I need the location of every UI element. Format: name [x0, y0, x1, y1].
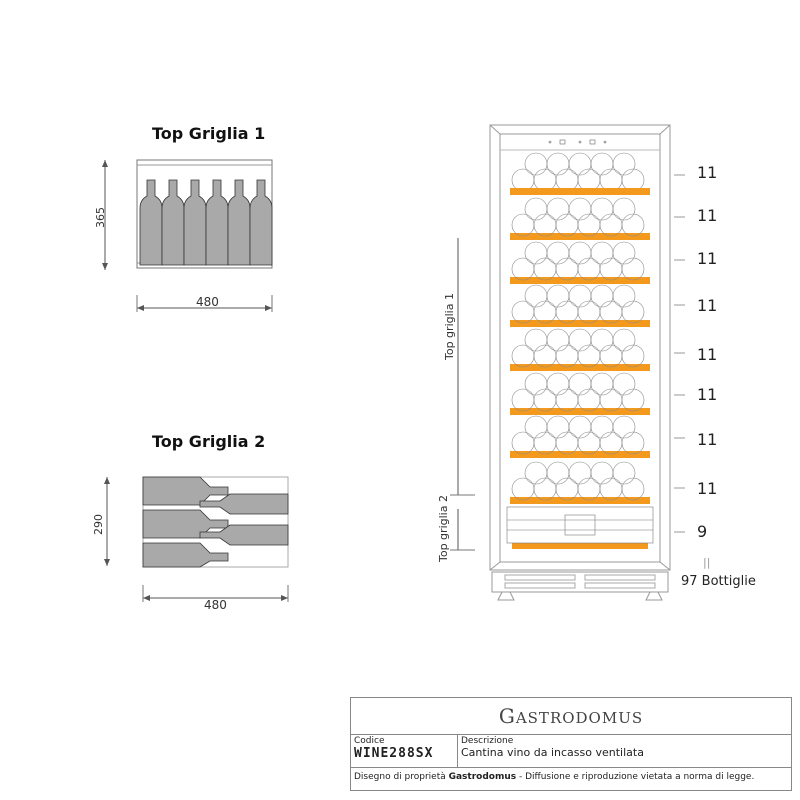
top-griglia-2-title: Top Griglia 2	[152, 432, 266, 451]
shelf-count-5: 11	[697, 345, 718, 364]
footer-prefix: Disegno di proprietà	[354, 772, 449, 782]
top-griglia-2-height: 290	[92, 514, 105, 535]
footer-brand: Gastrodomus	[448, 772, 517, 782]
shelf-count-4: 11	[697, 296, 718, 315]
code-label: Codice	[354, 736, 385, 746]
code-value: WINE288SX	[354, 746, 434, 761]
wine-cabinet-front-view	[450, 124, 685, 601]
top-griglia-2-drawing	[104, 476, 289, 602]
footer-suffix: - Diffusione e riproduzione vietata a no…	[516, 772, 755, 782]
description-value: Cantina vino da incasso ventilata	[461, 746, 644, 759]
footer-note: Disegno di proprietà Gastrodomus - Diffu…	[351, 768, 791, 786]
top-griglia-1-width: 480	[196, 295, 219, 309]
logo-rest: ASTRODOMUS	[515, 709, 644, 727]
shelf-count-2: 11	[697, 206, 718, 225]
equals-sign: ||	[703, 556, 711, 569]
title-block: GASTRODOMUS Codice WINE288SX Descrizione…	[350, 697, 792, 791]
top-griglia-1-title: Top Griglia 1	[152, 124, 266, 143]
control-panel-icons	[548, 139, 607, 145]
shelf-count-9: 9	[697, 522, 708, 541]
logo-initial: G	[498, 704, 516, 728]
shelf-count-7: 11	[697, 430, 718, 449]
shelf-count-1: 11	[697, 163, 718, 182]
top-griglia-1-height: 365	[94, 207, 107, 228]
shelf-count-6: 11	[697, 385, 718, 404]
top-griglia-2-width: 480	[204, 598, 227, 612]
top-griglia-1-side-label: Top griglia 1	[443, 293, 456, 360]
logo: GASTRODOMUS	[351, 698, 791, 735]
shelf-count-8: 11	[697, 479, 718, 498]
shelf-count-3: 11	[697, 249, 718, 268]
top-griglia-1-drawing	[102, 159, 273, 312]
top-griglia-2-side-label: Top griglia 2	[437, 495, 450, 562]
description-label: Descrizione	[461, 736, 514, 746]
total-bottles: 97 Bottiglie	[681, 574, 756, 589]
